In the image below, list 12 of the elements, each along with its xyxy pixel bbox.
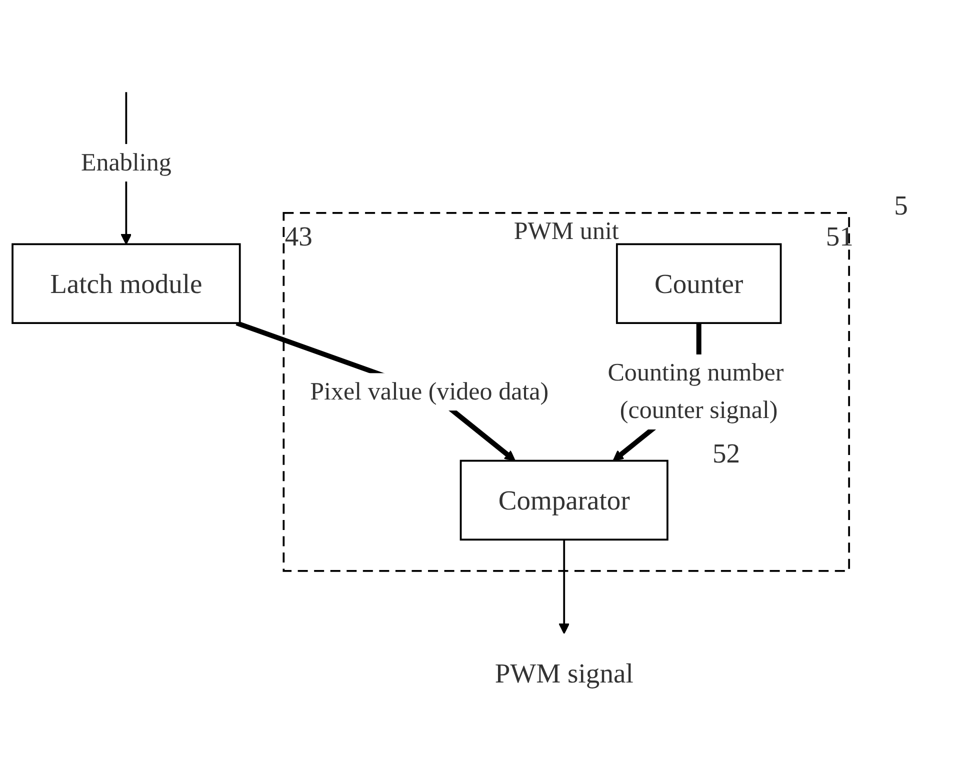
node-box: Comparator <box>460 460 668 541</box>
node-box: Latch module <box>12 243 241 324</box>
edge-label: Counting number (counter signal) <box>608 359 784 424</box>
node-label: 52 <box>712 437 740 469</box>
node-box: Counter <box>616 243 782 324</box>
arrow <box>558 540 570 634</box>
edge-label: Enabling <box>80 149 172 177</box>
node-label: 5 <box>894 189 908 221</box>
edge-label: Pixel value (video data) <box>310 378 549 406</box>
node-text: PWM signal <box>494 657 634 689</box>
node-label: 51 <box>826 220 854 252</box>
node-label: 43 <box>284 220 312 252</box>
